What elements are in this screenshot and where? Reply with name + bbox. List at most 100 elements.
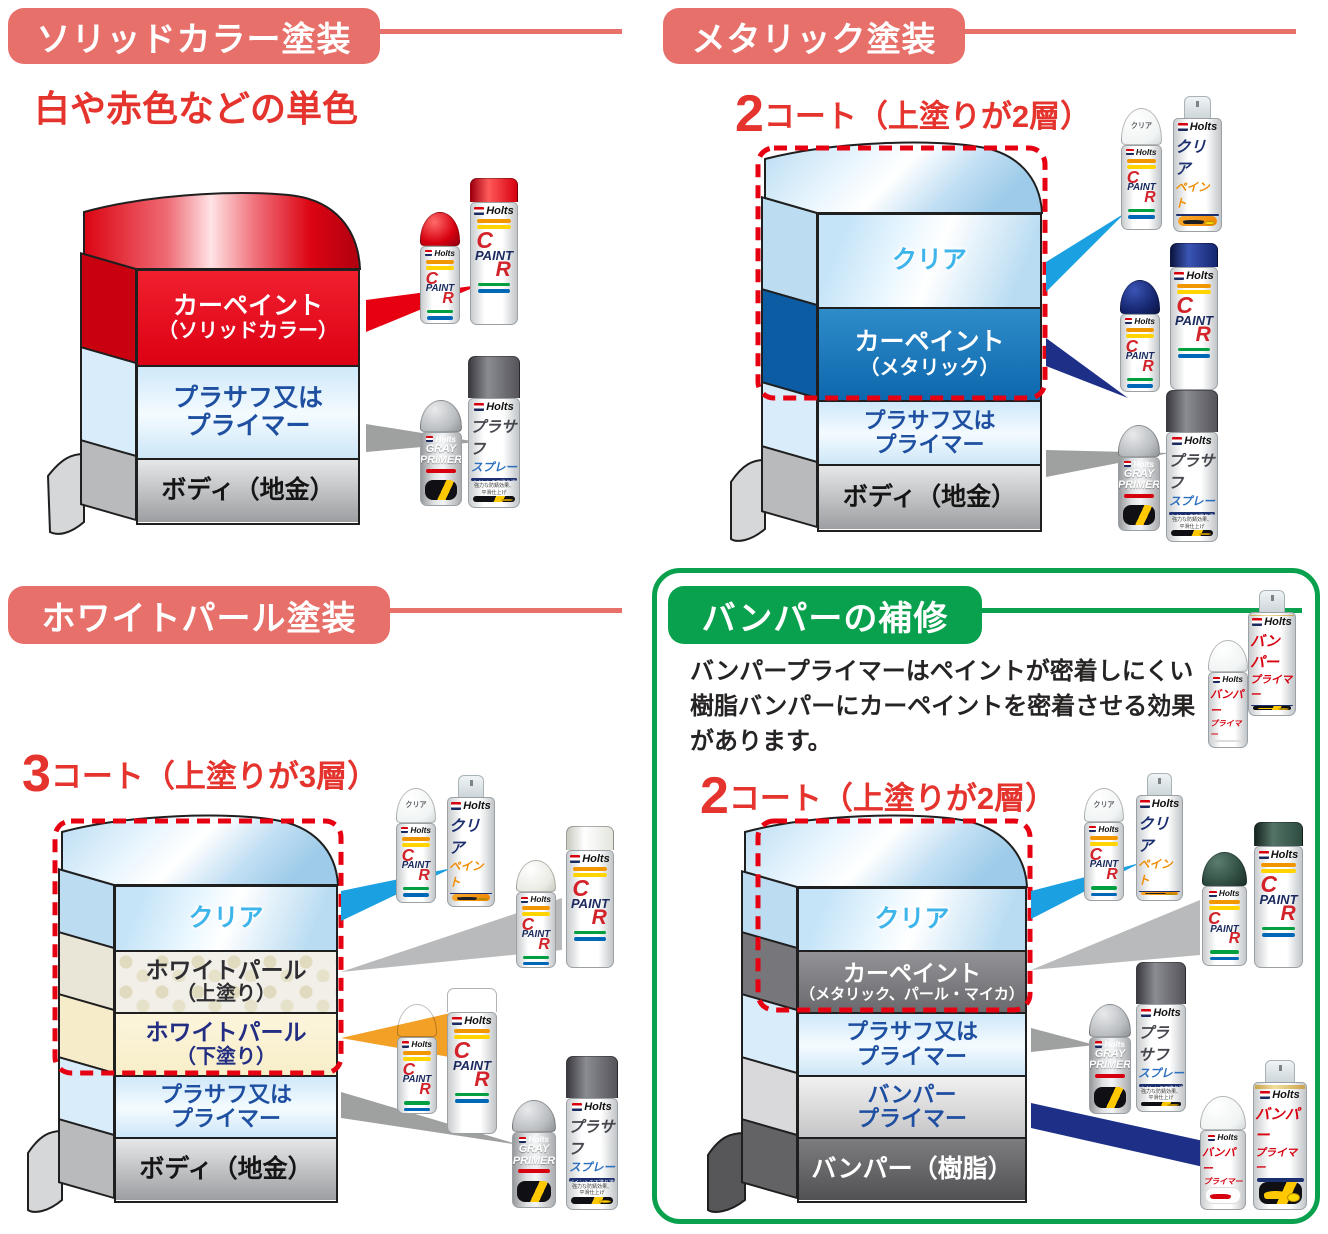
- holts-flag-icon: [400, 826, 409, 834]
- stripe: [403, 886, 429, 891]
- car-paint-word-paint: PAINT: [1259, 891, 1298, 907]
- holts-wordmark: Holts: [1104, 1040, 1126, 1049]
- product-name-line1: クリア: [449, 818, 481, 857]
- holts-flag-icon: [424, 250, 433, 257]
- bumper-primer-label-area: Holts バンパープライマー: [1208, 672, 1248, 748]
- stripe: [1178, 354, 1210, 358]
- label-chip: [425, 265, 455, 270]
- product-name-line2: プライマー: [1210, 719, 1242, 740]
- car-illustration: [1122, 504, 1156, 525]
- section-header-pearl-label: ホワイトパール塗装: [41, 599, 357, 638]
- yellow-car: [1263, 1191, 1288, 1199]
- feature-text: 強力な防錆効果、平滑仕上げ: [1171, 517, 1212, 530]
- holts-flag-icon: [1252, 617, 1263, 627]
- holts-flag-icon: [425, 436, 434, 443]
- car-paint-letter-c: C: [1260, 871, 1278, 897]
- feature-text: 強力な防錆効果、平滑仕上げ: [1140, 1088, 1181, 1102]
- solid-layer-stack: カーペイント （ソリッドカラー） プラサフ又は プライマー ボディ（地金）: [28, 190, 364, 535]
- holts-logo: Holts: [451, 800, 491, 812]
- pearl-layer-stack: クリア ホワイトパール （上塗り） ホワイトパール （下塗り） プラサフ又は プ…: [27, 814, 345, 1213]
- holts-flag-icon: [401, 1041, 410, 1048]
- holts-wordmark: Holts: [1189, 121, 1218, 133]
- car-illustration: [1258, 1182, 1302, 1205]
- car-illustration: [516, 1181, 552, 1202]
- holts-logo: Holts: [1094, 1040, 1126, 1049]
- can-cap: [1170, 243, 1218, 267]
- product-name-line1: バンパー: [1210, 689, 1244, 718]
- product-name-line1: GRAY: [1094, 1048, 1126, 1060]
- holts-wordmark: Holts: [1135, 147, 1157, 157]
- layer-label: カーペイント: [843, 959, 981, 986]
- holts-logo: Holts: [401, 1040, 432, 1049]
- product-name-line1: バンパー: [1202, 1147, 1236, 1176]
- label-chip: [476, 225, 512, 229]
- can-cap: [1202, 852, 1247, 887]
- car-illustration: [571, 1196, 613, 1204]
- holts-logo: Holts: [1177, 121, 1218, 133]
- section-header-pearl: ホワイトパール塗装: [8, 586, 390, 644]
- can-cap: [1120, 280, 1160, 314]
- holts-logo: Holts: [474, 205, 514, 217]
- holts-logo: Holts: [1258, 849, 1298, 861]
- section-header-solid-label: ソリッドカラー塗装: [36, 20, 352, 59]
- layer-body-metal: ボディ（地金）: [819, 464, 1040, 529]
- label-chip: [1208, 906, 1241, 911]
- holts-flag-icon: [452, 1016, 463, 1026]
- stripe: [1209, 956, 1240, 961]
- can-cap: [1089, 1004, 1131, 1037]
- product-name-line2: PRIMER: [1118, 479, 1160, 492]
- holts-logo: Holts: [1124, 316, 1156, 326]
- layer-label: ホワイトパール: [145, 1019, 307, 1046]
- label-band: [1139, 891, 1180, 892]
- can-cap: [1118, 425, 1160, 457]
- layer-label: バンパー プライマー: [856, 1081, 967, 1131]
- can-cap: [1136, 962, 1186, 1004]
- label-chip: [402, 1056, 432, 1061]
- metallic-layer-stack: クリア カーペイント （メタリック） プラサフ又は プライマー ボディ（地金）: [730, 141, 1080, 542]
- layer-label: プラサフ又は プライマー: [863, 407, 996, 457]
- product-name-line2: PRIMER: [512, 1154, 556, 1167]
- layer-white-pearl-top: ホワイトパール （上塗り）: [116, 950, 336, 1012]
- layer-label: クリア: [874, 904, 950, 933]
- label-chip: [1124, 493, 1154, 498]
- layer-bumper-resin: バンパー（樹脂）: [799, 1137, 1025, 1200]
- holts-wordmark: Holts: [1272, 1089, 1300, 1102]
- stripe: [455, 1099, 489, 1103]
- stripe: [1178, 347, 1210, 352]
- holts-wordmark: Holts: [584, 1101, 612, 1113]
- holts-logo: Holts: [1260, 1089, 1300, 1102]
- layer-car-paint-metallic: カーペイント （メタリック）: [819, 307, 1040, 400]
- holts-wordmark: Holts: [1134, 316, 1156, 326]
- bumper-coat-text: コート（上塗りが2層）: [728, 781, 1057, 816]
- spray-can-plasaf-surfacer: Holtsプラサフスプレーペイントの下塗り塗料強力な防錆効果、平滑仕上げ: [468, 356, 520, 508]
- holts-wordmark: Holts: [1153, 1007, 1181, 1019]
- stripe: [1127, 377, 1153, 382]
- layer-label: ボディ（地金）: [139, 1154, 313, 1183]
- holts-flag-icon: [570, 854, 581, 864]
- product-name-line1: クリア: [1175, 139, 1207, 178]
- round-badge: [598, 1200, 611, 1204]
- car-illustration: [1212, 740, 1244, 743]
- round-badge: [500, 499, 513, 502]
- car-illustration: [452, 894, 490, 901]
- product-name-line2: スプレー: [1169, 496, 1215, 508]
- can-cap: [566, 826, 614, 850]
- car-illustration: [1141, 1101, 1181, 1106]
- holts-wordmark: Holts: [1222, 675, 1244, 685]
- holts-flag-icon: [1177, 122, 1188, 132]
- car-paint-word-paint: PAINT: [570, 895, 610, 911]
- stripe: [1091, 892, 1117, 897]
- holts-wordmark: Holts: [1217, 1133, 1239, 1143]
